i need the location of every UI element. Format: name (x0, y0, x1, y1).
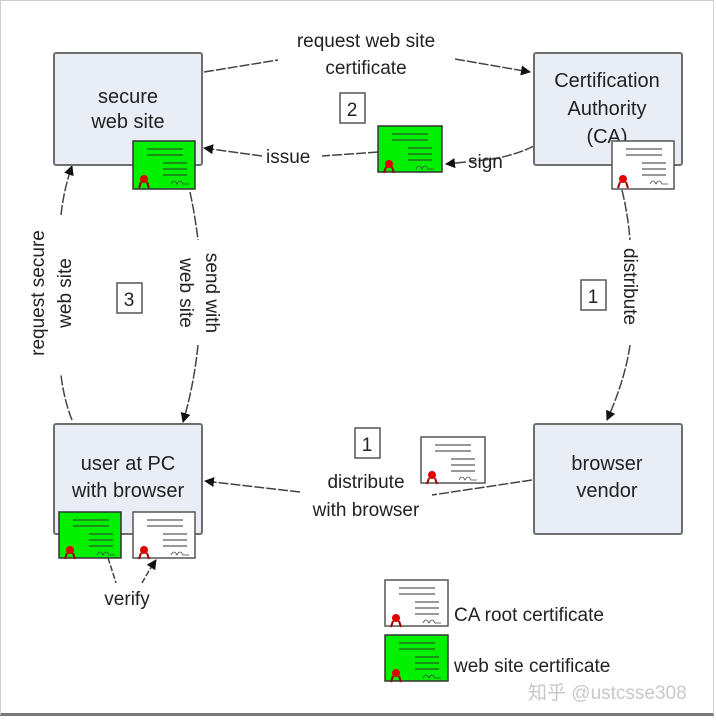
node-secure-web-site: secure web site (53, 52, 203, 166)
edge-sign (469, 145, 535, 162)
node-secure-web-site-line2: web site (90, 111, 164, 133)
legend-web-site-icon (384, 634, 449, 683)
edges (60, 58, 631, 584)
svg-text:3: 3 (124, 290, 135, 311)
node-ca-line1: Certification (554, 70, 660, 92)
web-site-certificate-icon (377, 125, 443, 174)
legend-web-site-label: web site certificate (453, 656, 610, 677)
edge-send-with-top (189, 191, 199, 241)
node-browser-vendor: browser vendor (533, 423, 683, 535)
ca-root-certificate-icon (420, 436, 486, 485)
node-browser-vendor-line1: browser (571, 453, 642, 475)
label-send-with-line2: web site (175, 257, 196, 328)
node-certification-authority: Certification Authority (CA) (533, 52, 683, 166)
legend-ca-root-icon (384, 579, 449, 628)
web-site-certificate-icon (58, 511, 122, 560)
label-request-cert-line2: certificate (325, 58, 406, 79)
svg-text:1: 1 (362, 435, 373, 456)
svg-text:1: 1 (588, 287, 599, 308)
ca-root-certificate-icon (611, 140, 675, 190)
web-site-certificate-icon (132, 140, 196, 190)
label-distribute-browser-line2: with browser (312, 500, 420, 521)
step-box-1-right: 1 (580, 279, 607, 311)
node-user-at-pc-line2: with browser (71, 480, 185, 502)
label-request-secure-line2: web site (55, 258, 76, 329)
edge-issue-right (321, 151, 379, 157)
edge-request-cert-left (203, 59, 279, 73)
edge-distribute-browser-arrow (204, 477, 301, 493)
label-send-with-line1: send with (201, 253, 222, 333)
step-box-1-bottom: 1 (354, 427, 381, 459)
legend-ca-root-label: CA root certificate (454, 605, 604, 626)
svg-text:2: 2 (347, 100, 358, 121)
step-box-3: 3 (116, 282, 143, 314)
edge-sign-arrow (445, 158, 467, 169)
node-ca-line2: Authority (568, 98, 647, 120)
edge-distribute-browser (431, 479, 533, 496)
ca-root-certificate-icon (132, 511, 196, 560)
node-browser-vendor-line2: vendor (576, 480, 637, 502)
edge-request-cert-right (454, 58, 531, 76)
node-user-at-pc: user at PC with browser (53, 423, 203, 535)
step-box-2: 2 (339, 92, 366, 124)
label-request-cert-line1: request web site (297, 31, 435, 52)
edge-verify-left (107, 557, 117, 584)
label-distribute: distribute (619, 248, 640, 325)
edge-verify-right (141, 559, 157, 584)
edge-issue-left (203, 144, 263, 157)
label-issue: issue (266, 147, 310, 168)
edge-distribute-ca-bottom (606, 344, 631, 421)
label-distribute-browser-line1: distribute (327, 472, 404, 493)
node-secure-web-site-line1: secure (98, 86, 158, 108)
label-request-secure-line1: request secure (28, 230, 49, 356)
edge-send-with-bottom (180, 344, 199, 423)
node-user-at-pc-line1: user at PC (81, 453, 175, 475)
watermark: 知乎 @ustcsse308 (528, 682, 687, 704)
edge-request-secure-top (60, 165, 74, 216)
label-verify: verify (104, 589, 150, 610)
edge-request-secure-bottom (60, 374, 73, 421)
label-sign: sign (468, 152, 503, 173)
edge-distribute-ca-top (621, 189, 631, 241)
legend: CA root certificate web site certificate (384, 579, 610, 683)
